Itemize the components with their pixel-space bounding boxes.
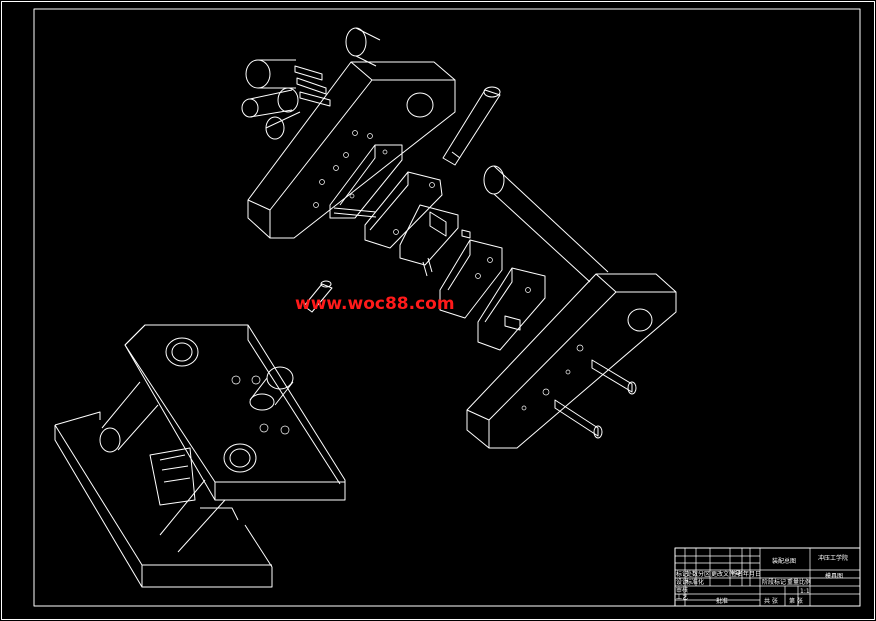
tb-drawing-title: 装配总图 xyxy=(772,557,796,565)
tb-zone: 分区 xyxy=(698,570,710,578)
tb-approve: 批准 xyxy=(716,597,728,605)
tb-sheets-total: 共 张 xyxy=(764,597,778,605)
tb-change-doc: 更改文件号 xyxy=(711,570,741,578)
tb-review: 审核 xyxy=(676,586,688,594)
tb-date: 年月日 xyxy=(743,570,761,578)
lower-die-assembly xyxy=(466,165,677,449)
tb-sheet-no: 第 张 xyxy=(789,597,803,605)
tb-scale: 比例 xyxy=(799,578,811,586)
tb-scale-value: 1:1 xyxy=(800,588,810,595)
stripper-and-punch-parts xyxy=(303,171,546,351)
tb-weight: 重量 xyxy=(787,578,799,586)
title-block: 装配总图 冲压工学院 模具图 标记 处数 分区 更改文件号 签名 年月日 设计 … xyxy=(674,547,861,607)
tb-standard: 标准化 xyxy=(686,578,704,586)
inner-border xyxy=(33,8,861,607)
tb-sign: 签名 xyxy=(731,570,743,578)
upper-die-assembly xyxy=(241,27,501,239)
tb-school: 冲压工学院 xyxy=(818,554,848,562)
tb-mark: 标记 xyxy=(676,570,688,578)
tb-process: 工艺 xyxy=(676,593,688,601)
tb-design: 设计 xyxy=(676,578,688,586)
tb-count: 处数 xyxy=(686,570,698,578)
assembled-die-view xyxy=(54,324,346,588)
tb-drawing-name: 模具图 xyxy=(825,572,843,580)
watermark-text: www.woc88.com xyxy=(295,294,455,314)
tb-stage: 阶段标记 xyxy=(762,578,786,586)
